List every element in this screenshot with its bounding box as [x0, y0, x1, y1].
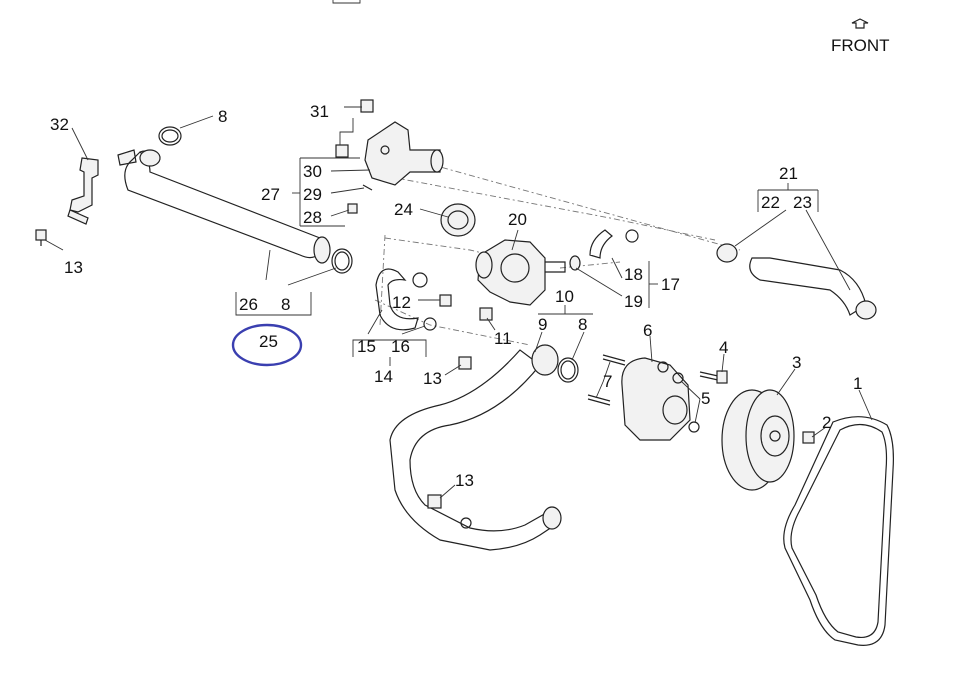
callout-14: 14	[374, 367, 393, 386]
bolt-13-mid	[458, 356, 472, 370]
hose-9	[389, 344, 562, 551]
callout-2: 2	[822, 413, 831, 432]
callout-7: 7	[603, 372, 612, 391]
bolt-31	[360, 99, 374, 113]
pulley-3	[721, 389, 795, 491]
bolt-12	[439, 294, 452, 307]
leader-lines	[44, 106, 873, 499]
callout-27: 27	[261, 185, 280, 204]
callout-28: 28	[303, 208, 322, 227]
bolt-28	[347, 203, 358, 214]
callout-8: 8	[578, 315, 587, 334]
callout-32: 32	[50, 115, 69, 134]
callout-17: 17	[661, 275, 680, 294]
callout-8: 8	[281, 295, 290, 314]
callout-5: 5	[701, 389, 710, 408]
hose-18	[569, 229, 639, 271]
clip-29	[362, 184, 373, 191]
callout-13: 13	[455, 471, 474, 490]
bolt-13-left	[35, 229, 47, 246]
callout-24: 24	[394, 200, 413, 219]
callout-1: 1	[853, 374, 862, 393]
water-pump-6	[621, 357, 700, 441]
callout-30: 30	[303, 162, 322, 181]
belt-1	[783, 416, 894, 646]
callout-10: 10	[555, 287, 574, 306]
bolt-2	[802, 431, 815, 444]
hose-26	[124, 149, 331, 264]
hose-23	[716, 243, 877, 320]
callout-20: 20	[508, 210, 527, 229]
callout-23: 23	[793, 193, 812, 212]
callout-16: 16	[391, 337, 410, 356]
thermostat-housing-20	[475, 239, 566, 306]
group-brackets	[235, 118, 819, 366]
o-ring-8-top	[158, 126, 182, 146]
hose-15	[375, 268, 437, 331]
callout-4: 4	[719, 338, 728, 357]
callout-15: 15	[357, 337, 376, 356]
callout-25: 25	[259, 332, 278, 351]
water-outlet	[364, 121, 444, 186]
thermostat-24	[440, 203, 476, 237]
callout-13: 13	[423, 369, 442, 388]
o-ring-8-hose	[331, 248, 353, 274]
callout-9: 9	[538, 315, 547, 334]
callout-11: 11	[494, 329, 512, 348]
bolt-4	[699, 370, 728, 384]
callout-6: 6	[643, 321, 652, 340]
callout-3: 3	[792, 353, 801, 372]
studs-7	[587, 354, 626, 406]
front-label: FRONT	[831, 36, 890, 55]
crop-mark	[332, 0, 361, 4]
callout-13: 13	[64, 258, 83, 277]
callout-12: 12	[392, 293, 411, 312]
bolt-11	[479, 307, 493, 321]
front-arrow-icon	[851, 18, 869, 29]
callout-26: 26	[239, 295, 258, 314]
assembly-lines	[374, 159, 741, 346]
callout-19: 19	[624, 292, 643, 311]
callout-31: 31	[310, 102, 329, 121]
callout-22: 22	[761, 193, 780, 212]
callouts: 32 8 13 26 8 25 31 30 27 29 28 24 20 18 …	[50, 102, 862, 490]
callout-21: 21	[779, 164, 798, 183]
callout-18: 18	[624, 265, 643, 284]
highlight-circle	[231, 323, 303, 367]
callout-29: 29	[303, 185, 322, 204]
bracket-32	[67, 149, 137, 225]
callout-8: 8	[218, 107, 227, 126]
o-ring-8-lower	[557, 357, 579, 383]
bolt-13-lower	[427, 494, 442, 509]
bolt-30	[335, 144, 349, 158]
